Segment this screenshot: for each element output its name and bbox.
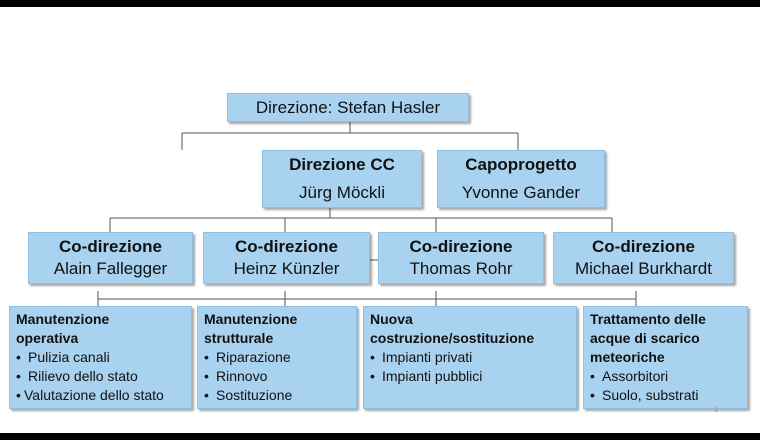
capoprogetto-box: Capoprogetto Yvonne Gander	[437, 150, 605, 208]
area-heading-line: meteoriche	[590, 349, 665, 365]
bullet-icon: •	[590, 368, 595, 384]
bottom-border	[0, 433, 760, 440]
box-name: Jürg Möckli	[299, 183, 385, 202]
bullet-icon: •	[16, 349, 21, 365]
area-heading-line: Manutenzione	[204, 311, 298, 327]
box-name: Yvonne Gander	[461, 183, 581, 202]
area-heading-line: strutturale	[204, 330, 274, 346]
bullet-icon: •	[16, 387, 21, 403]
box-title: Co-direzione	[592, 237, 695, 256]
list-item: • Sostituzione	[204, 386, 350, 405]
area-heading: Manutenzione operativa	[16, 310, 185, 348]
box-title: Co-direzione	[235, 237, 338, 256]
bullet-icon: •	[204, 387, 209, 403]
box-name: Alain Fallegger	[53, 259, 168, 278]
box-name: Thomas Rohr	[409, 259, 513, 278]
box-title: Co-direzione	[59, 237, 162, 256]
codirezione-box: Co-direzione Heinz Künzler	[203, 232, 370, 284]
direzione-cc-box: Direzione CC Jürg Möckli	[262, 150, 422, 208]
box-title: Capoprogetto	[465, 155, 577, 174]
list-item-text: Suolo, substrati	[602, 387, 699, 403]
box-title: Co-direzione	[409, 237, 513, 256]
list-item: • Impianti pubblici	[370, 367, 570, 386]
bullet-icon: •	[204, 368, 209, 384]
list-item: • Rilievo dello stato	[16, 367, 185, 386]
codirezione-box: Co-direzione Thomas Rohr	[378, 232, 544, 284]
list-item-text: Valutazione dello stato	[24, 387, 164, 403]
list-item: • Riparazione	[204, 348, 350, 367]
root-box: Direzione: Stefan Hasler	[227, 93, 469, 122]
root-label: Direzione: Stefan Hasler	[255, 97, 441, 117]
area-items: •Pulizia canali •Rilievo dello stato •Va…	[16, 348, 185, 405]
box-name: Michael Burkhardt	[574, 259, 712, 278]
bullet-icon: •	[370, 349, 375, 365]
area-box-manutenzione-operativa: Manutenzione operativa • Pulizia canali •…	[9, 306, 192, 409]
list-item-text: Pulizia canali	[28, 349, 110, 365]
area-items: • Riparazione • Rinnovo • Sostituzione	[204, 348, 350, 405]
area-heading-line: Manutenzione	[16, 311, 110, 327]
list-item-text: Assorbitori	[602, 368, 669, 384]
area-heading-line: costruzione/sostituzione	[370, 330, 535, 346]
box-title: Direzione CC	[289, 155, 395, 174]
area-heading-line: Nuova	[370, 311, 413, 327]
top-border	[0, 0, 760, 7]
codirezione-box: Co-direzione Alain Fallegger	[28, 232, 193, 284]
area-heading: Manutenzione strutturale	[204, 310, 350, 348]
list-item-text: Rilievo dello stato	[28, 368, 138, 384]
codirezione-box: Co-direzione Michael Burkhardt	[553, 232, 734, 284]
box-name: Heinz Künzler	[233, 259, 340, 278]
area-heading-line: acque di scarico	[590, 330, 700, 346]
list-item-text: Rinnovo	[216, 368, 268, 384]
bullet-icon: •	[370, 368, 375, 384]
list-item-text: Sostituzione	[216, 387, 293, 403]
list-item: • Impianti privati	[370, 348, 570, 367]
list-item-text: Impianti pubblici	[382, 368, 483, 384]
area-items: • Assorbitori • Suolo, substrati	[590, 367, 741, 405]
bullet-icon: •	[16, 368, 21, 384]
list-item: •Valutazione dello stato	[16, 386, 185, 405]
area-heading: Nuova costruzione/sostituzione	[370, 310, 570, 348]
area-box-nuova-costruzione: Nuova costruzione/sostituzione • Impianti…	[363, 306, 577, 409]
list-item: • Assorbitori	[590, 367, 741, 386]
page-number: 1	[714, 405, 719, 414]
list-item: • Pulizia canali	[16, 348, 185, 367]
area-heading-line: Trattamento delle	[590, 311, 706, 327]
area-items: • Impianti privati • Impianti pubblici	[370, 348, 570, 386]
area-box-trattamento-acque: Trattamento delle acque di scarico meteo…	[583, 306, 748, 409]
area-box-manutenzione-strutturale: Manutenzione strutturale • Riparazione • R…	[197, 306, 357, 409]
list-item-text: Impianti privati	[382, 349, 473, 365]
area-heading: Trattamento delle acque di scarico meteo…	[590, 310, 741, 367]
bullet-icon: •	[204, 349, 209, 365]
list-item-text: Riparazione	[216, 349, 291, 365]
bullet-icon: •	[590, 387, 595, 403]
area-heading-line: operativa	[16, 330, 79, 346]
list-item: • Rinnovo	[204, 367, 350, 386]
list-item: • Suolo, substrati	[590, 386, 741, 405]
